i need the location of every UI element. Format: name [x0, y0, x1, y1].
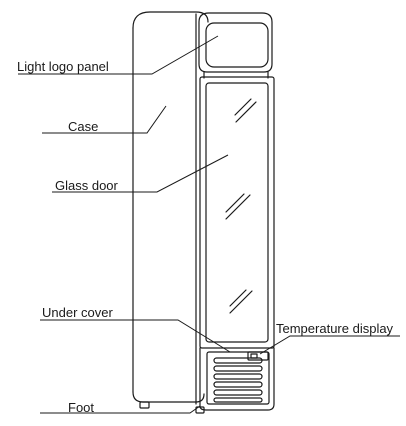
- under-cover: [199, 347, 275, 411]
- cabinet-case: [132, 11, 209, 405]
- label-glass-door: Glass door: [55, 178, 118, 193]
- glass-door: [199, 76, 275, 349]
- leader-under-cover: [40, 319, 231, 353]
- label-temperature-display: Temperature display: [276, 321, 394, 336]
- leader-lines: [18, 35, 400, 414]
- label-under-cover: Under cover: [42, 305, 113, 320]
- feet: [139, 401, 205, 414]
- leader-glass-door: [52, 154, 229, 193]
- label-foot: Foot: [68, 400, 95, 415]
- leader-foot: [40, 405, 201, 414]
- light-logo-panel: [198, 12, 273, 79]
- label-light-logo-panel: Light logo panel: [17, 59, 109, 74]
- leader-case: [42, 105, 167, 134]
- leader-temperature: [259, 335, 400, 355]
- label-case: Case: [68, 119, 99, 134]
- temperature-display: [247, 351, 269, 361]
- leader-light-logo: [18, 35, 219, 75]
